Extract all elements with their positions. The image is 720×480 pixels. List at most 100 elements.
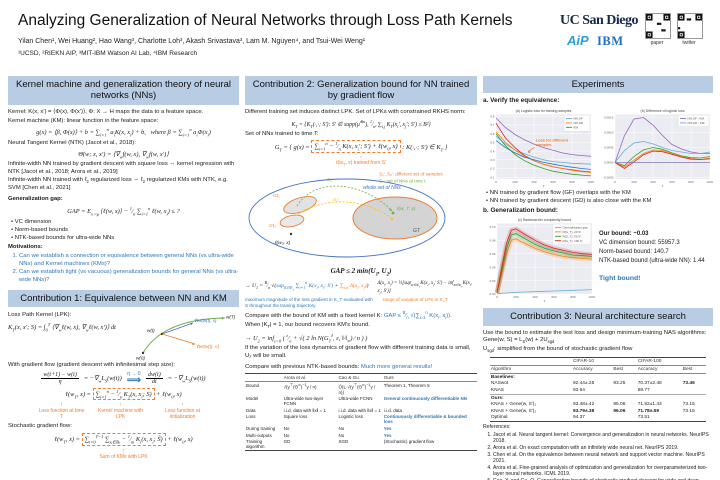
u1-orange-note: range of variation of LPK in K_T bbox=[382, 297, 448, 303]
list-item: NN trained by gradient descent (GD) is a… bbox=[486, 198, 713, 206]
table-cell: 71.78±.59 bbox=[637, 408, 659, 414]
svg-text:0.0000: 0.0000 bbox=[604, 161, 614, 165]
km-definition: Kernel machine (KM): linear function in … bbox=[8, 117, 159, 124]
lpk-set-intro: Different training set induces distinct … bbox=[245, 108, 466, 115]
svg-text:NN GD - KM: NN GD - KM bbox=[688, 121, 705, 125]
table-cell: 71.82±1.43 bbox=[637, 402, 662, 408]
table-header: Best bbox=[612, 365, 637, 374]
ntk-comparison-label: Compare with previous NTK-based bounds: … bbox=[245, 363, 433, 370]
loss-wT-label: ℓ(w_T, x) bbox=[396, 206, 416, 212]
svg-text:0.1: 0.1 bbox=[490, 175, 495, 179]
svg-text:0.5: 0.5 bbox=[490, 140, 495, 144]
u1-equation: → U1 = B⁄n √(supK∈KT ∑i=1n K(xi, xi; S′)… bbox=[245, 281, 369, 293]
table-cell: General continuously differentiable NN bbox=[383, 396, 468, 402]
list-item: Jacot et al. Neural tangent kernel: Conv… bbox=[493, 432, 713, 445]
svg-text:0.06: 0.06 bbox=[489, 252, 495, 256]
usgd-note: Usgd: simplified from the bound of stoch… bbox=[483, 346, 633, 354]
w0-label: w(0) bbox=[136, 356, 145, 361]
svg-text:0: 0 bbox=[496, 295, 498, 299]
section-kernel-theory-header: Kernel machine and generalization theory… bbox=[8, 76, 239, 105]
table-row: Baselines: bbox=[489, 372, 707, 381]
ntk-definition: Neural Tangent Kernel (NTK) (Jacot et al… bbox=[8, 139, 136, 146]
table-cell: Ultra-wide two-layer FCNN bbox=[283, 396, 324, 407]
nas-intro: Use the bound to estimate the test loss … bbox=[483, 329, 707, 345]
table-cell: Yes bbox=[383, 432, 392, 438]
grad-x-label: ∇wℓ(w(t), x) bbox=[194, 318, 217, 323]
sum-kms-label: ↑Sum of KMs with LPK bbox=[99, 448, 148, 460]
table-cell: 73.15 bbox=[682, 402, 695, 408]
gf-rhs: = −∇wLS(w(t)) bbox=[167, 375, 206, 384]
equation-annotations: ↑Loss function at time T ↑Kernel machine… bbox=[8, 402, 239, 420]
svg-text:KM: KM bbox=[574, 125, 579, 129]
table-cell bbox=[682, 387, 706, 394]
qr-paper-icon bbox=[645, 13, 671, 39]
ntk-equation: Θ̄(w; x, x′) = ⟨∇wf(w, x), ∇wf(w, x′)⟩ bbox=[78, 150, 169, 159]
km-lpk-label: ↑Kernel machine with LPK bbox=[97, 402, 144, 420]
svg-text:R(G_T), 50 S′: R(G_T), 50 S′ bbox=[563, 235, 582, 239]
svg-text:600: 600 bbox=[550, 180, 555, 184]
table-cell: 96.06 bbox=[613, 408, 626, 414]
svg-text:0.7: 0.7 bbox=[490, 123, 495, 127]
g-t2-label: Gt₂ bbox=[269, 223, 276, 229]
table-header: Accuracy bbox=[571, 365, 613, 374]
ucsd-logo: UC San Diego bbox=[560, 13, 639, 28]
table-cell: Multi-outputs bbox=[246, 432, 272, 438]
table-cell: SGD bbox=[338, 439, 349, 445]
list-item: NTK-based bounds for ultra-wide NNs bbox=[11, 235, 239, 243]
table-cell: No bbox=[283, 432, 290, 438]
nn-set-annotation: ↑ℓ(wT, x) trained from S′ bbox=[245, 155, 477, 168]
svg-text:samples: samples bbox=[536, 142, 552, 147]
list-item: Arora et al. On exact computation with a… bbox=[493, 445, 713, 452]
limit-arrow: η → 0⟹ bbox=[126, 371, 142, 387]
set-legend: Gₜ: set of NNs at time t bbox=[379, 178, 426, 183]
infinite-width-l2: Infinite-width NN trained with ℓ2 regula… bbox=[8, 177, 228, 192]
norm-bound-value: Norm-based bound: 140.7 bbox=[599, 249, 669, 256]
svg-text:1000: 1000 bbox=[589, 295, 595, 299]
experiment-b-label: b. Generalization bound: bbox=[483, 206, 558, 214]
table-cell: KNAS bbox=[490, 387, 504, 393]
list-item: VC dimension bbox=[11, 219, 239, 227]
motivations-label: Motivations: bbox=[8, 244, 43, 251]
svg-text:0.2: 0.2 bbox=[490, 167, 495, 171]
gap-bound-equation: GAP ≤ 2 min(U1, U2) bbox=[330, 266, 392, 278]
svg-text:400: 400 bbox=[531, 180, 536, 184]
table-cell: Bound bbox=[246, 383, 260, 389]
table-header: Algorithm bbox=[489, 365, 572, 374]
svg-text:Generalization gap: Generalization gap bbox=[563, 226, 589, 230]
svg-text:R(G_T), 100 S′: R(G_T), 100 S′ bbox=[563, 239, 584, 243]
s1-prime-label: S₁′ bbox=[327, 177, 334, 183]
grad-xp-label: ∇wℓ(w(t), x′) bbox=[196, 344, 220, 349]
table-cell: Õ(L·√(y⊤(Θ∞)−1y / n)) bbox=[338, 383, 376, 395]
page-title: Analyzing Generalization of Neural Netwo… bbox=[18, 12, 513, 29]
g-t1-label: Gt₁ bbox=[273, 193, 280, 199]
table-cell: Square loss bbox=[283, 414, 308, 420]
u1-blue-note: maximum magnitude of the loss gradient i… bbox=[245, 297, 373, 308]
column-1: Kernel machine and generalization theory… bbox=[8, 76, 239, 461]
qr-twitter-label: twitter bbox=[682, 40, 696, 46]
svg-text:200: 200 bbox=[512, 180, 517, 184]
svg-text:(a) Logistic loss for training: (a) Logistic loss for training samples bbox=[516, 109, 572, 113]
lpk-label: Loss Path Kernel (LPK): bbox=[8, 312, 72, 319]
svg-text:T: T bbox=[544, 300, 546, 304]
list-item: Chen et al. On the equivalence between n… bbox=[493, 452, 713, 465]
loss-w0-label: ℓ(w₀, x) bbox=[274, 240, 291, 246]
our-bound-value: Our bound: ~0.03 bbox=[599, 231, 649, 238]
svg-text:800: 800 bbox=[688, 180, 693, 184]
sgf-term-box: ∑t=0T−1 ∑xᵢ∈Bₜ − 1⁄m Kt(x, xi; S̃) bbox=[81, 433, 166, 447]
table-cell: 95.06 bbox=[613, 402, 626, 408]
ibm-logo: IBM bbox=[597, 34, 624, 48]
table-cell: Loss bbox=[246, 414, 256, 420]
nn-set-intro: Set of NNs trained to time T: bbox=[245, 130, 319, 137]
u2-note: If the variation of the loss dynamics of… bbox=[245, 344, 471, 359]
nas-results-table: CIFAR-10 CIFAR-100 Algorithm Accuracy Be… bbox=[489, 356, 707, 423]
svg-text:1000: 1000 bbox=[707, 180, 713, 184]
table-cell: No bbox=[338, 425, 345, 431]
qr-twitter-icon bbox=[677, 13, 703, 39]
